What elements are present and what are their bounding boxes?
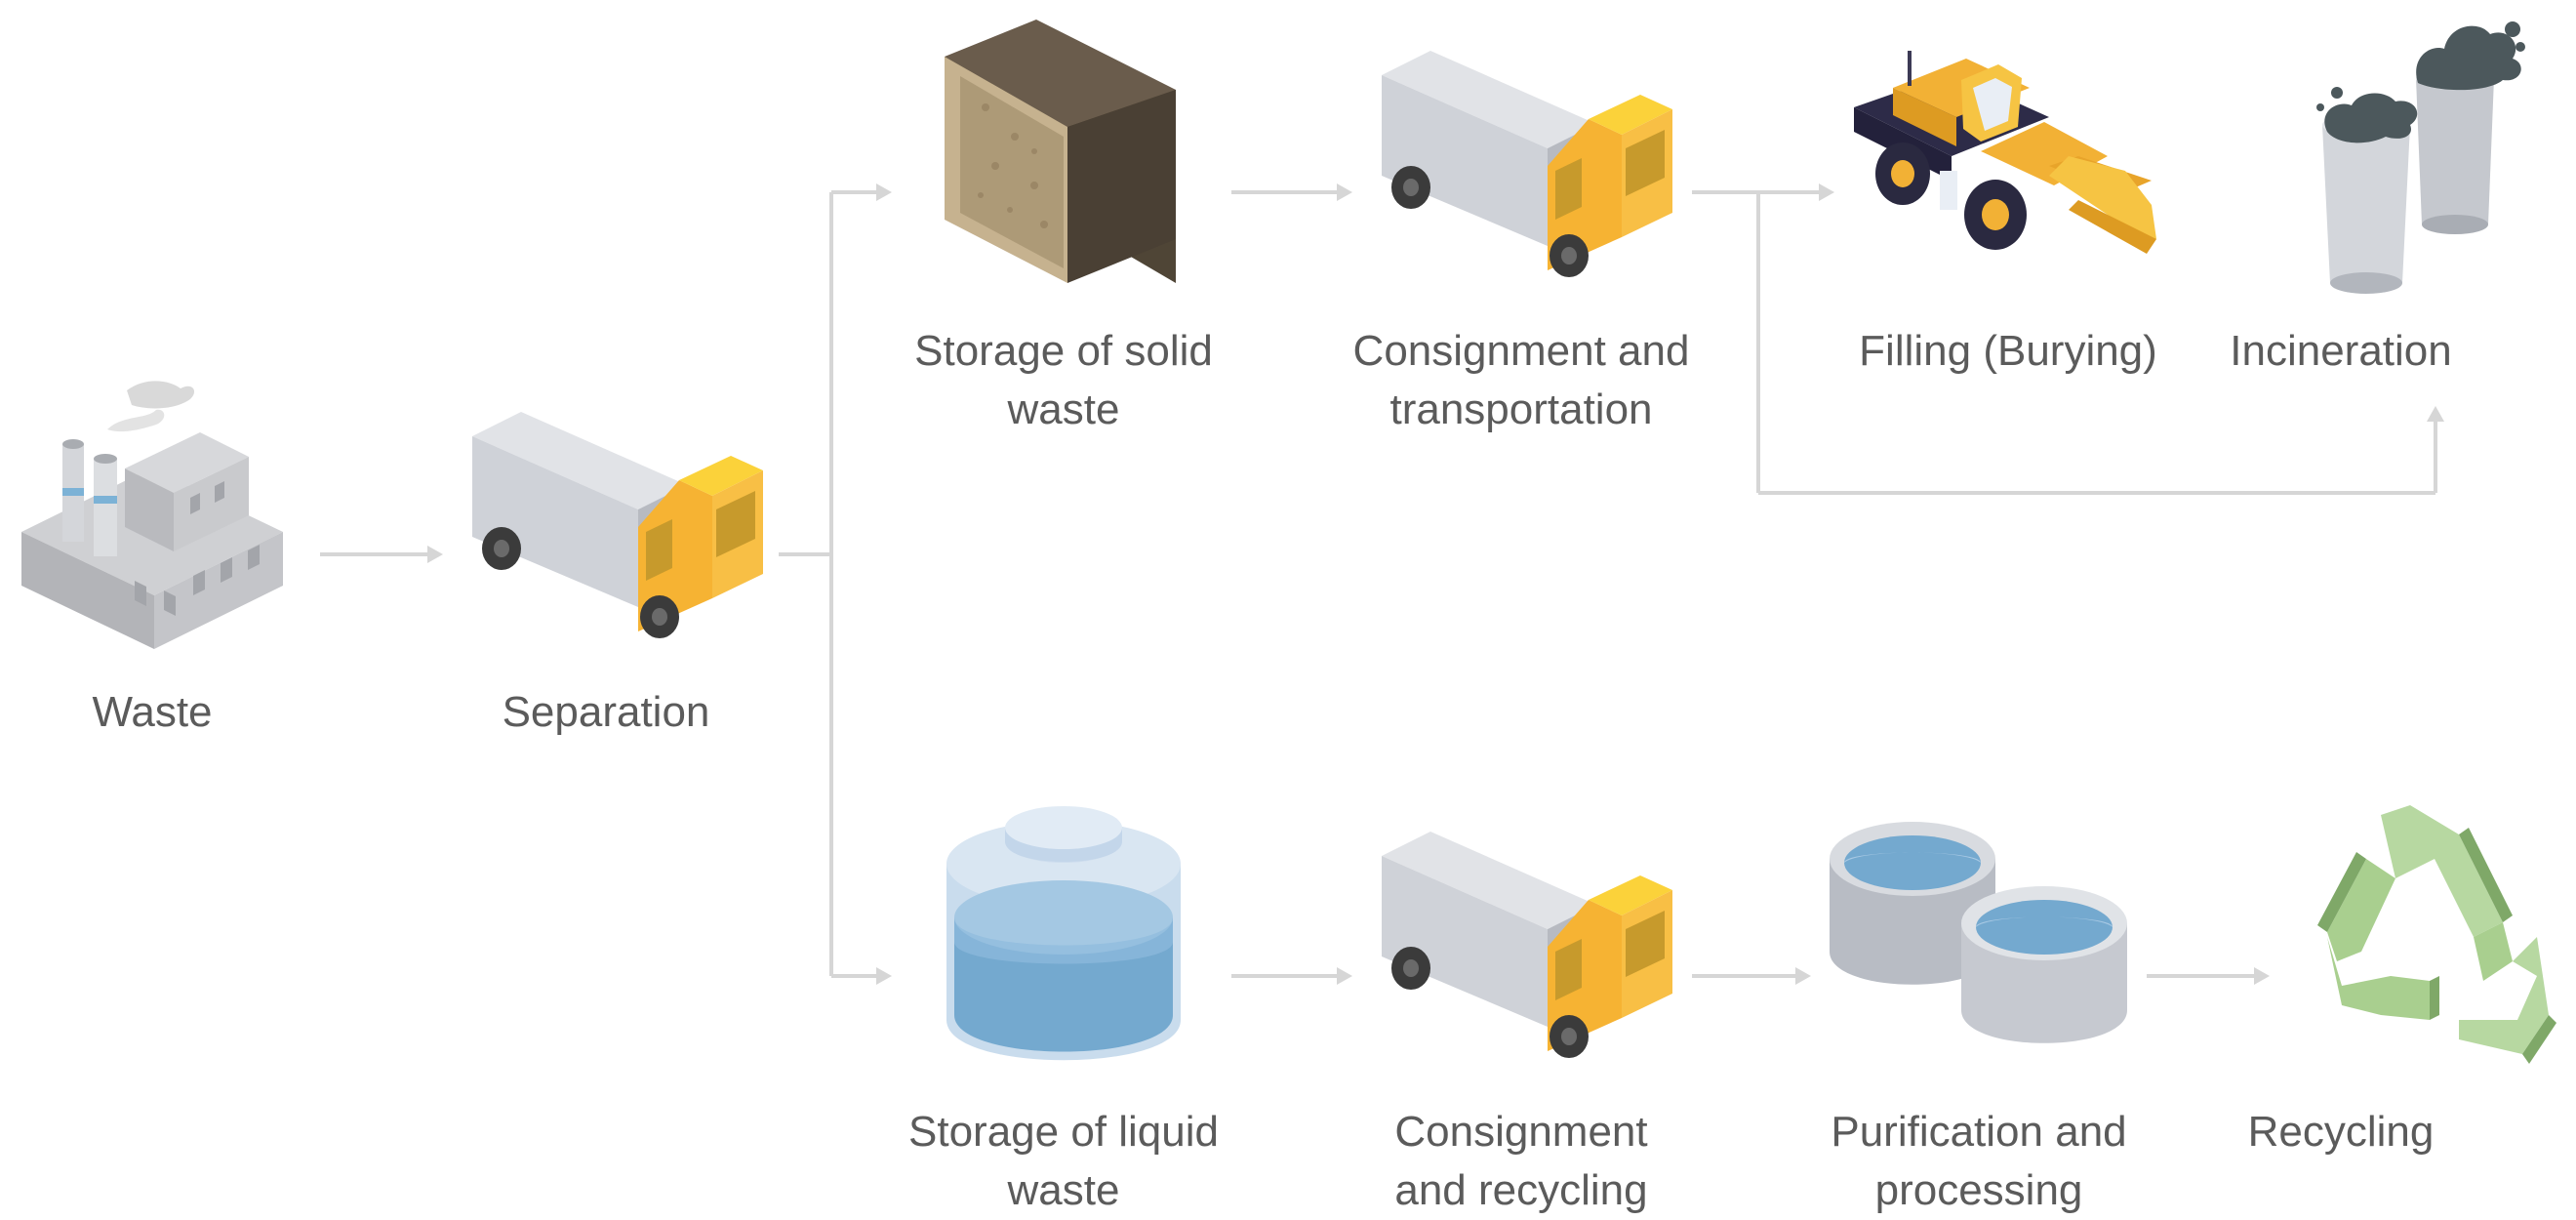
label-consignment-recycling-line1: Consignment [1394,1108,1648,1156]
recycling-truck-icon [1382,832,1672,1058]
label-storage-solid-line1: Storage of solid [914,327,1213,375]
connector-consignment-to-incineration [1756,192,2444,495]
solid-waste-block-icon [945,20,1176,283]
label-separation-line1: Separation [502,688,710,736]
label-filling: Filling (Burying) [1793,322,2223,381]
label-waste-line1: Waste [92,688,213,736]
label-filling-line1: Filling (Burying) [1859,327,2157,375]
recycle-icon [2317,805,2556,1064]
label-storage-liquid: Storage of liquid waste [849,1103,1278,1220]
label-purification-line1: Purification and [1831,1108,2127,1156]
label-incineration: Incineration [2126,322,2556,381]
connector-liquid-to-consignment [1231,967,1352,985]
chimney-stacks-icon [2316,21,2525,294]
bulldozer-icon [1854,51,2156,254]
water-basins-icon [1830,822,2127,1043]
label-consignment-transport-line2: transportation [1389,386,1653,433]
label-consignment-transport: Consignment and transportation [1307,322,1736,439]
separation-truck-icon [472,412,763,638]
label-purification: Purification and processing [1764,1103,2194,1220]
label-separation: Separation [391,683,821,742]
connector-solid-to-consignment [1231,183,1352,201]
connectors [320,183,2444,985]
label-storage-solid: Storage of solid waste [849,322,1278,439]
connector-separation-branch [779,183,892,985]
transport-truck-icon [1382,51,1672,277]
label-consignment-recycling-line2: and recycling [1394,1166,1648,1214]
connector-waste-to-separation [320,546,443,563]
label-waste: Waste [0,683,367,742]
label-consignment-transport-line1: Consignment and [1352,327,1690,375]
label-recycling-line1: Recycling [2247,1108,2435,1156]
label-storage-liquid-line2: waste [1007,1166,1120,1214]
label-recycling: Recycling [2126,1103,2556,1161]
label-incineration-line1: Incineration [2230,327,2452,375]
label-storage-solid-line2: waste [1007,386,1120,433]
label-consignment-recycling: Consignment and recycling [1307,1103,1736,1220]
connector-consignment-to-filling [1692,183,1834,201]
label-storage-liquid-line1: Storage of liquid [908,1108,1219,1156]
factory-icon [21,381,283,649]
water-tank-icon [946,806,1181,1061]
label-purification-line2: processing [1874,1166,2083,1214]
connector-consignment-to-purification [1692,967,1811,985]
connector-purification-to-recycling [2147,967,2270,985]
